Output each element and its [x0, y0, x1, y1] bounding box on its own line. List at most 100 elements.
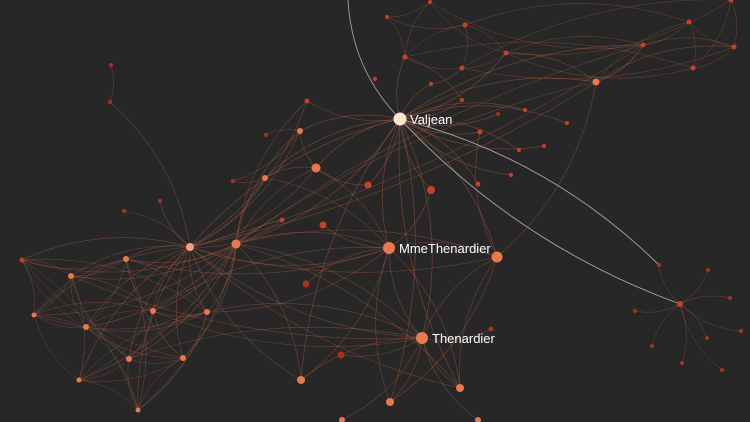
graph-node[interactable] — [186, 243, 194, 251]
graph-node[interactable] — [523, 108, 527, 112]
node-valjean[interactable] — [393, 112, 407, 126]
graph-node[interactable] — [231, 179, 235, 183]
graph-node[interactable] — [680, 361, 684, 365]
graph-node[interactable] — [728, 296, 732, 300]
graph-node[interactable] — [150, 308, 156, 314]
edge — [679, 269, 709, 305]
edge — [33, 314, 87, 328]
graph-node[interactable] — [429, 82, 433, 86]
graph-node[interactable] — [686, 19, 692, 25]
graph-node[interactable] — [542, 144, 546, 148]
node-thenardier[interactable] — [416, 332, 428, 344]
graph-node[interactable] — [109, 63, 113, 67]
edge — [70, 258, 127, 277]
graph-node[interactable] — [364, 181, 372, 189]
edge — [404, 1, 431, 58]
graph-node[interactable] — [462, 22, 468, 28]
edge — [235, 229, 498, 258]
graph-node[interactable] — [509, 173, 513, 177]
graph-node[interactable] — [311, 163, 321, 173]
edge — [679, 295, 731, 305]
edge — [315, 167, 369, 186]
graph-node[interactable] — [302, 280, 310, 288]
edge — [175, 246, 191, 359]
node-label-mmethenardier[interactable]: MmeThenardier — [399, 241, 491, 256]
graph-node[interactable] — [337, 351, 345, 359]
graph-node[interactable] — [720, 368, 724, 372]
graph-node[interactable] — [477, 129, 483, 135]
node-mmethenardier[interactable] — [383, 242, 395, 254]
graph-node[interactable] — [204, 309, 210, 315]
edge — [340, 337, 423, 357]
graph-node[interactable] — [731, 44, 737, 50]
graph-node[interactable] — [565, 121, 569, 125]
graph-node[interactable] — [264, 133, 268, 137]
graph-node[interactable] — [402, 54, 408, 60]
graph-node[interactable] — [677, 301, 683, 307]
graph-node[interactable] — [491, 251, 503, 263]
graph-node[interactable] — [297, 128, 303, 134]
graph-node[interactable] — [304, 98, 310, 104]
graph-node[interactable] — [459, 65, 465, 71]
edge — [128, 357, 184, 364]
graph-node[interactable] — [76, 377, 82, 383]
graph-node[interactable] — [706, 268, 710, 272]
graph-node[interactable] — [279, 217, 285, 223]
graph-node[interactable] — [83, 324, 89, 330]
edge — [189, 246, 302, 381]
graph-node[interactable] — [19, 257, 25, 263]
graph-node[interactable] — [633, 309, 637, 313]
graph-node[interactable] — [108, 100, 112, 104]
graph-node[interactable] — [428, 0, 432, 4]
edge — [388, 241, 498, 258]
graph-node[interactable] — [339, 417, 345, 422]
edge — [235, 130, 301, 245]
graph-node[interactable] — [456, 384, 464, 392]
graph-node[interactable] — [373, 77, 377, 81]
graph-node[interactable] — [297, 376, 305, 384]
edge — [399, 118, 681, 305]
edge — [152, 247, 390, 312]
graph-node[interactable] — [460, 98, 464, 102]
graph-node[interactable] — [488, 326, 494, 332]
graph-node[interactable] — [475, 181, 481, 187]
graph-node[interactable] — [122, 209, 126, 213]
graph-node[interactable] — [385, 15, 389, 19]
edge — [595, 44, 644, 83]
graph-node[interactable] — [262, 175, 268, 181]
graph-node[interactable] — [231, 239, 241, 249]
graph-node[interactable] — [690, 65, 696, 71]
graph-node[interactable] — [386, 398, 394, 406]
node-label-thenardier[interactable]: Thenardier — [432, 331, 496, 346]
graph-node[interactable] — [728, 0, 734, 3]
graph-node[interactable] — [123, 256, 129, 262]
graph-node[interactable] — [158, 199, 162, 203]
graph-node[interactable] — [180, 355, 186, 361]
edge — [398, 118, 461, 389]
graph-node[interactable] — [126, 356, 132, 362]
graph-node[interactable] — [475, 417, 481, 422]
graph-node[interactable] — [705, 336, 709, 340]
graph-node[interactable] — [319, 221, 327, 229]
edge — [461, 24, 468, 69]
graph-node[interactable] — [650, 344, 654, 348]
node-label-valjean[interactable]: Valjean — [410, 112, 452, 127]
graph-node[interactable] — [135, 407, 141, 413]
graph-node[interactable] — [31, 312, 37, 318]
edge — [642, 21, 690, 46]
edge — [125, 245, 191, 260]
edge — [152, 310, 208, 317]
edge — [505, 0, 732, 56]
graph-node[interactable] — [427, 186, 435, 194]
graph-node[interactable] — [640, 42, 646, 48]
label-layer: Valjean MmeThenardier Thenardier — [399, 112, 496, 346]
graph-node[interactable] — [657, 263, 661, 267]
graph-node[interactable] — [496, 112, 500, 116]
graph-node[interactable] — [517, 148, 521, 152]
graph-node[interactable] — [739, 329, 743, 333]
graph-node[interactable] — [503, 50, 509, 56]
graph-node[interactable] — [68, 273, 74, 279]
graph-node[interactable] — [592, 78, 600, 86]
